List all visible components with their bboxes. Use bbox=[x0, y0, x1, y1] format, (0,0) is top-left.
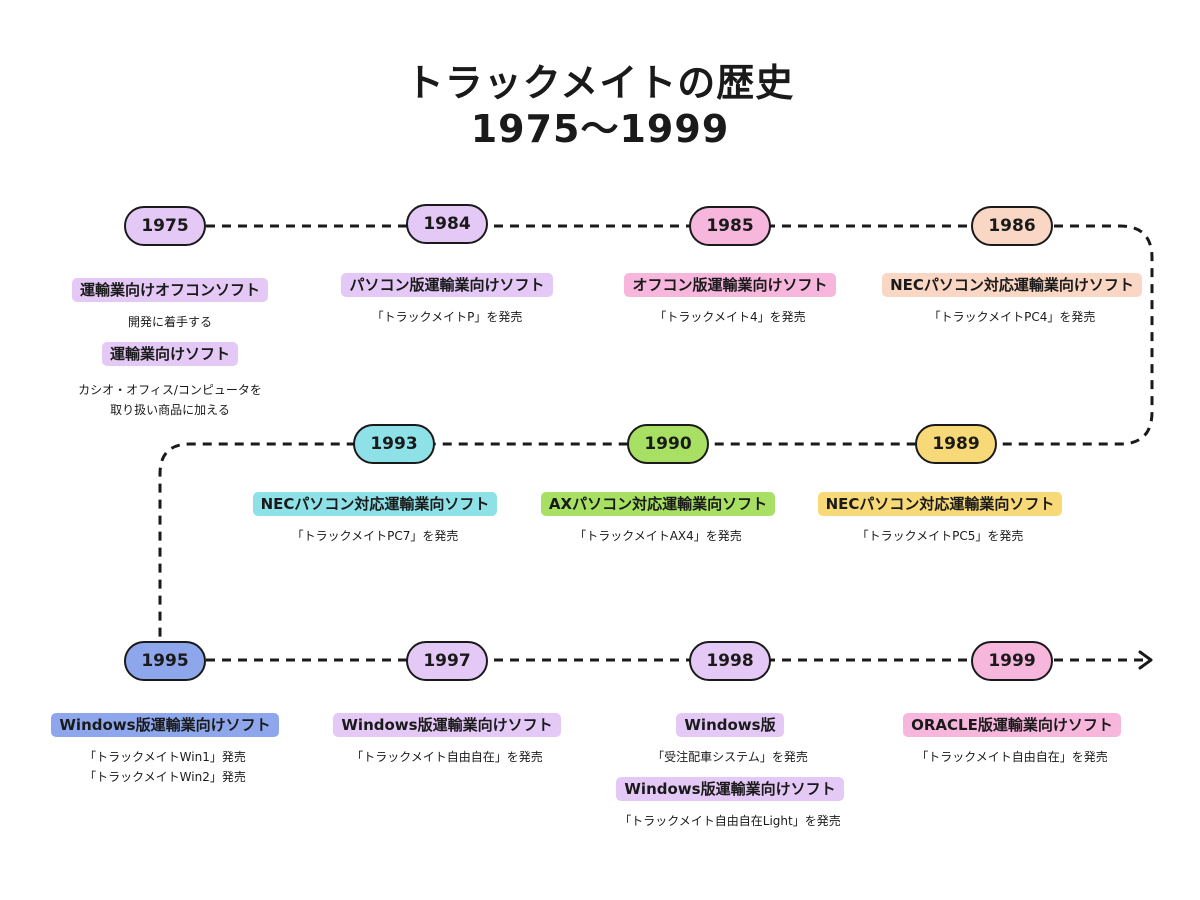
event-tag: 運輸業向けソフト bbox=[101, 342, 238, 366]
event-tag: NECパソコン対応運輸業向ソフト bbox=[817, 492, 1063, 516]
event-1985: オフコン版運輸業向けソフト 「トラックメイト4」を発売 bbox=[585, 273, 875, 327]
event-tag: AXパソコン対応運輸業向ソフト bbox=[540, 492, 776, 516]
arrow-head-icon bbox=[1138, 650, 1153, 670]
year-node-1995: 1995 bbox=[124, 641, 206, 681]
event-tag: 運輸業向けオフコンソフト bbox=[71, 278, 268, 302]
event-tag: Windows版運輸業向けソフト bbox=[51, 713, 279, 737]
event-1990: AXパソコン対応運輸業向ソフト 「トラックメイトAX4」を発売 bbox=[513, 492, 803, 546]
event-1975: 運輸業向けオフコンソフト 開発に着手する 運輸業向けソフト カシオ・オフィス/コ… bbox=[25, 278, 315, 420]
event-1997: Windows版運輸業向けソフト 「トラックメイト自由自在」を発売 bbox=[302, 713, 592, 767]
year-node-1990: 1990 bbox=[627, 424, 709, 464]
event-description: 「トラックメイト自由自在Light」を発売 bbox=[619, 814, 841, 828]
year-node-1993: 1993 bbox=[353, 424, 435, 464]
event-tag: Windows版運輸業向けソフト bbox=[616, 777, 844, 801]
event-description: カシオ・オフィス/コンピュータを bbox=[78, 383, 262, 397]
event-1995: Windows版運輸業向けソフト 「トラックメイトWin1」発売 「トラックメイ… bbox=[20, 713, 310, 787]
year-node-1998: 1998 bbox=[689, 641, 771, 681]
event-description: 「トラックメイト4」を発売 bbox=[654, 310, 806, 324]
event-description: 「トラックメイトPC5」を発売 bbox=[856, 529, 1024, 543]
event-1998: Windows版 「受注配車システム」を発売 Windows版運輸業向けソフト … bbox=[585, 713, 875, 831]
page-title: トラックメイトの歴史 bbox=[405, 61, 795, 105]
event-description: 「トラックメイトPC7」を発売 bbox=[291, 529, 459, 543]
year-node-1986: 1986 bbox=[971, 206, 1053, 246]
event-1999: ORACLE版運輸業向けソフト 「トラックメイト自由自在」を発売 bbox=[867, 713, 1157, 767]
year-node-1989: 1989 bbox=[915, 424, 997, 464]
event-description: 「トラックメイトAX4」を発売 bbox=[574, 529, 742, 543]
event-1989: NECパソコン対応運輸業向ソフト 「トラックメイトPC5」を発売 bbox=[795, 492, 1085, 546]
event-1986: NECパソコン対応運輸業向けソフト 「トラックメイトPC4」を発売 bbox=[867, 273, 1157, 327]
event-description: 「トラックメイトWin1」発売 bbox=[84, 750, 246, 764]
year-node-1985: 1985 bbox=[689, 206, 771, 246]
event-1984: パソコン版運輸業向けソフト 「トラックメイトP」を発売 bbox=[302, 273, 592, 327]
event-description: 取り扱い商品に加える bbox=[110, 403, 230, 417]
event-description: 「トラックメイトWin2」発売 bbox=[84, 770, 246, 784]
event-tag: NECパソコン対応運輸業向けソフト bbox=[882, 273, 1142, 297]
event-tag: パソコン版運輸業向けソフト bbox=[341, 273, 553, 297]
event-description: 「トラックメイト自由自在」を発売 bbox=[916, 750, 1108, 764]
event-description: 「トラックメイトPC4」を発売 bbox=[928, 310, 1096, 324]
event-tag: ORACLE版運輸業向けソフト bbox=[903, 713, 1121, 737]
event-1993: NECパソコン対応運輸業向ソフト 「トラックメイトPC7」を発売 bbox=[230, 492, 520, 546]
year-node-1975: 1975 bbox=[124, 206, 206, 246]
event-description: 「トラックメイトP」を発売 bbox=[371, 310, 523, 324]
event-tag: Windows版運輸業向けソフト bbox=[333, 713, 561, 737]
event-description: 開発に着手する bbox=[127, 315, 212, 329]
page-subtitle: 1975〜1999 bbox=[470, 107, 730, 151]
event-description: 「トラックメイト自由自在」を発売 bbox=[351, 750, 543, 764]
year-node-1999: 1999 bbox=[971, 641, 1053, 681]
year-node-1984: 1984 bbox=[406, 204, 488, 244]
event-tag: NECパソコン対応運輸業向ソフト bbox=[252, 492, 498, 516]
event-description: 「受注配車システム」を発売 bbox=[652, 750, 808, 764]
year-node-1997: 1997 bbox=[406, 641, 488, 681]
event-tag: オフコン版運輸業向けソフト bbox=[624, 273, 836, 297]
event-tag: Windows版 bbox=[676, 713, 784, 737]
